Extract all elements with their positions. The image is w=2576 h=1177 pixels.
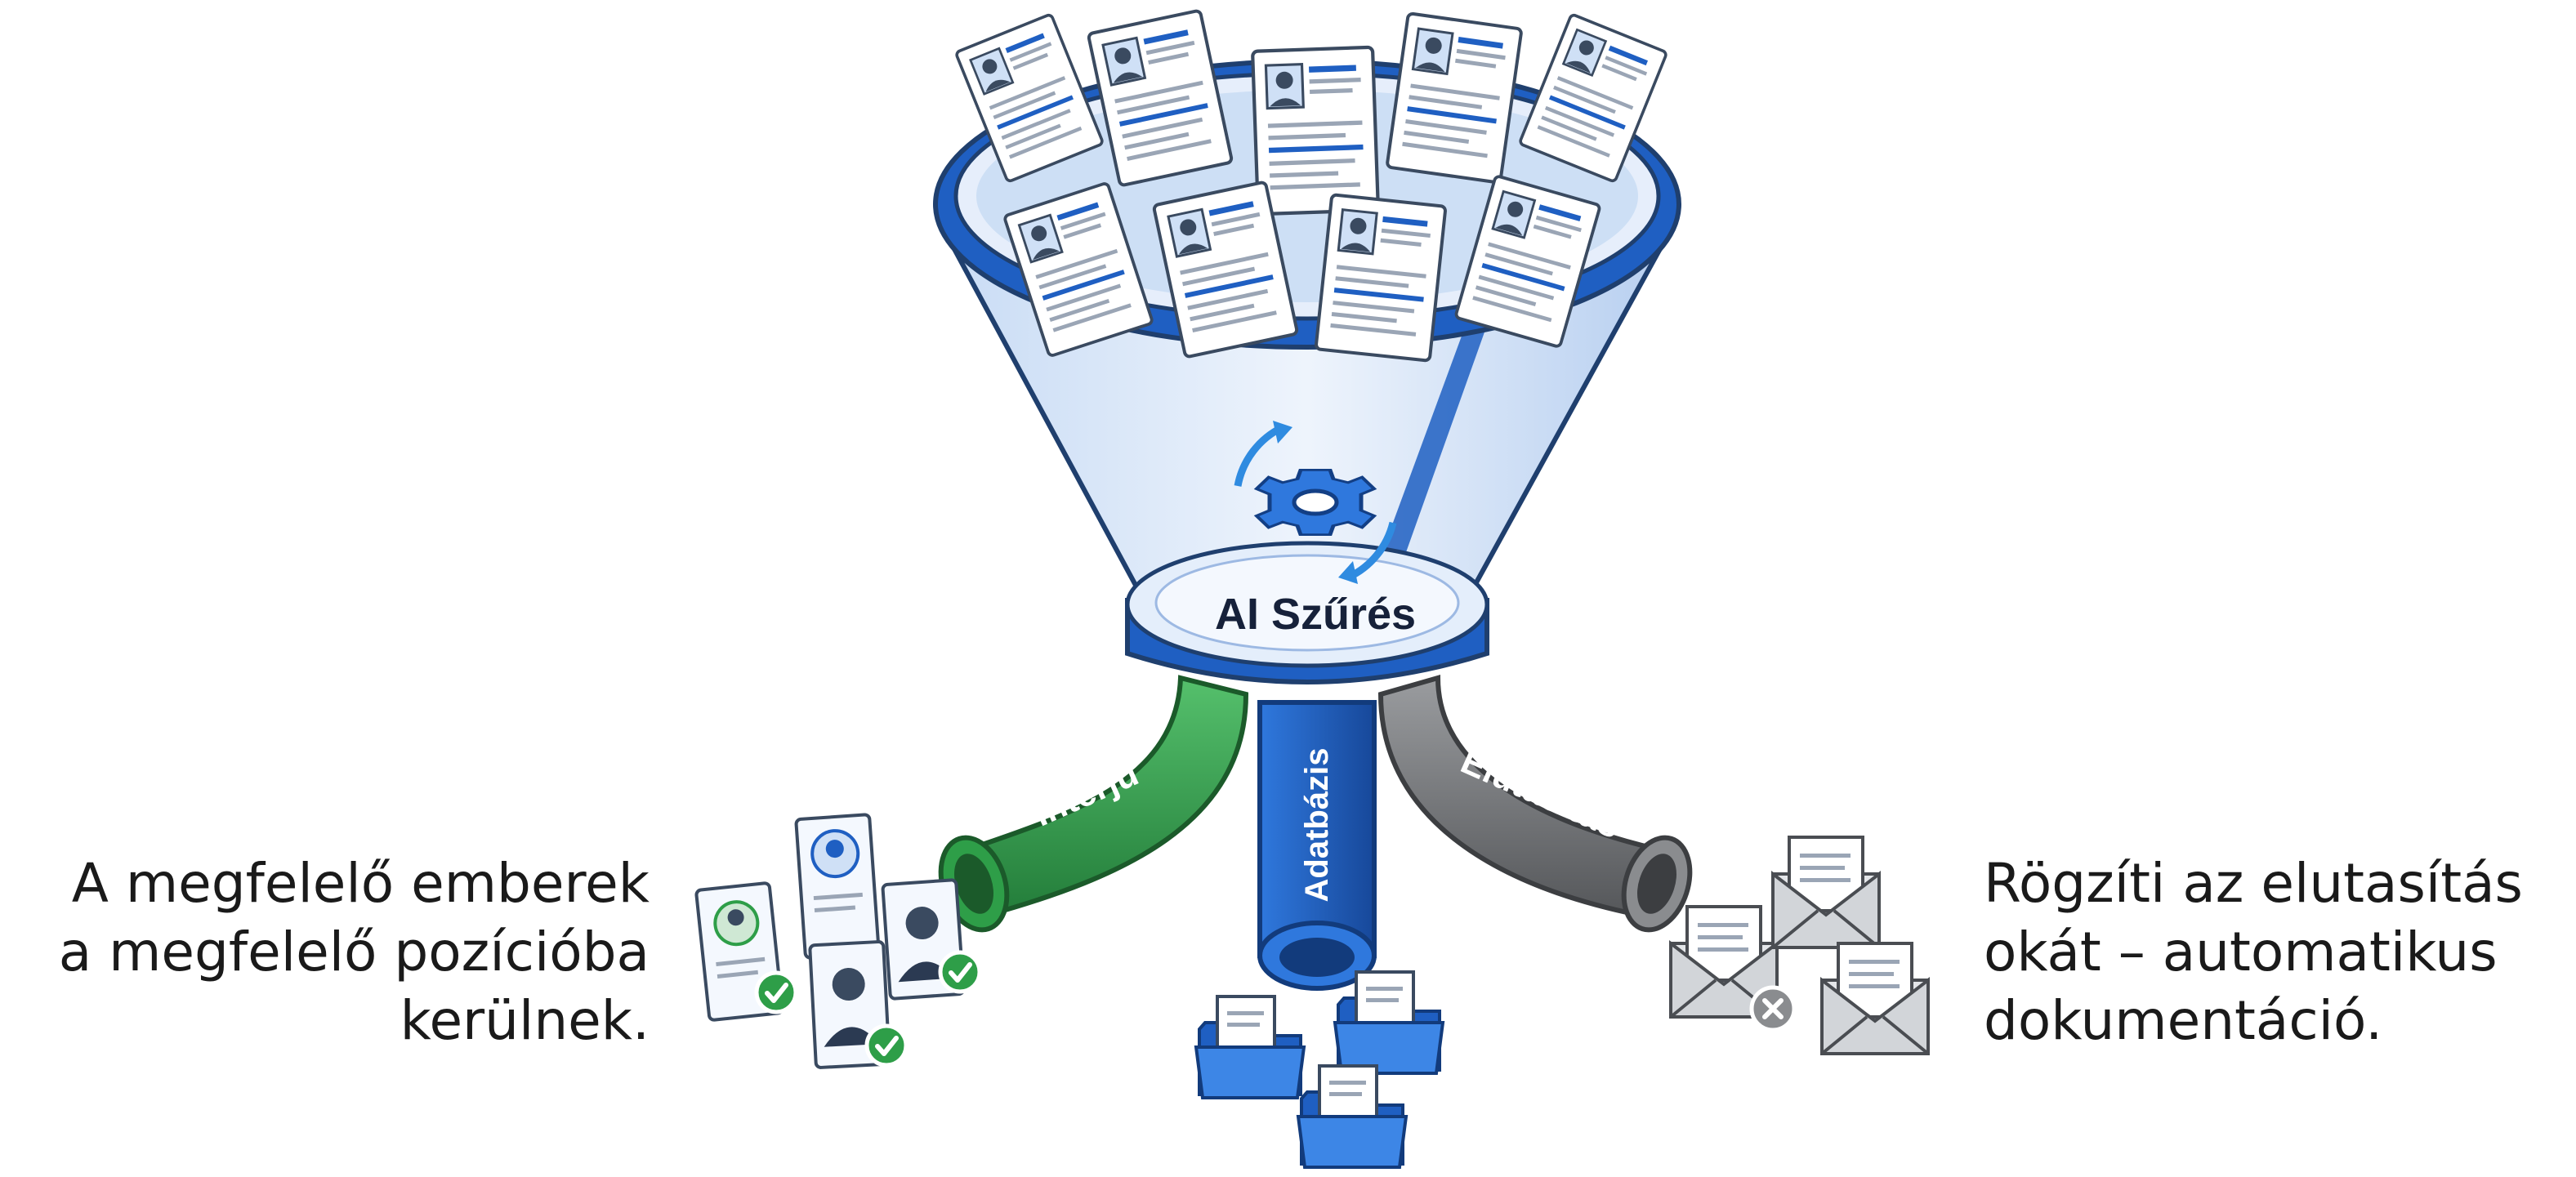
gear-icon xyxy=(1234,421,1397,584)
caption-line: dokumentáció. xyxy=(1984,989,2383,1052)
interview-caption: A megfelelő emberek a megfelelő pozíciób… xyxy=(0,849,650,1055)
close-icon xyxy=(1749,985,1797,1032)
ai-filter-label: AI Szűrés xyxy=(1215,590,1416,639)
database-folders xyxy=(1194,970,1444,1169)
rejection-envelopes xyxy=(1669,836,1930,1055)
caption-line: a megfelelő pozícióba xyxy=(58,921,650,983)
caption-line: Rögzíti az elutasítás xyxy=(1984,852,2523,915)
database-pipe xyxy=(1257,700,1377,991)
rejection-caption: Rögzíti az elutasítás okát – automatikus… xyxy=(1984,849,2572,1055)
approved-candidates xyxy=(694,813,980,1069)
ai-filter-core xyxy=(1125,541,1489,684)
caption-line: kerülnek. xyxy=(400,989,650,1052)
rejection-pipe xyxy=(1377,675,1693,933)
caption-line: okát – automatikus xyxy=(1984,921,2498,983)
database-pipe-label: Adatbázis xyxy=(1299,748,1335,903)
caption-line: A megfelelő emberek xyxy=(71,852,650,915)
